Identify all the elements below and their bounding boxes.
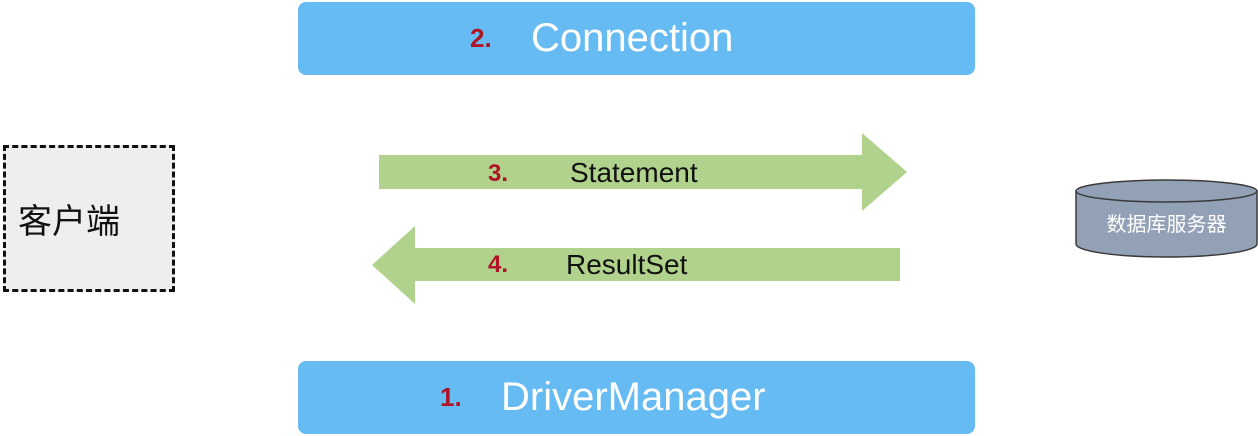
driver-manager-bar: 1. DriverManager — [298, 361, 975, 434]
statement-step-number: 3. — [488, 160, 509, 187]
connection-step-number: 2. — [470, 23, 492, 53]
statement-text: Statement — [570, 157, 698, 188]
result-set-step: 4. — [488, 250, 508, 280]
statement-arrow — [379, 133, 907, 211]
result-set-arrow — [372, 226, 900, 304]
result-set-text: ResultSet — [566, 249, 688, 280]
database-icon — [1075, 179, 1258, 258]
client-box: 客户端 — [3, 145, 175, 292]
client-label: 客户端 — [18, 202, 120, 242]
database-label: 数据库服务器 — [1106, 211, 1227, 236]
statement-step: 3. — [488, 159, 508, 189]
driver-manager-label: DriverManager — [501, 375, 766, 419]
statement-label: Statement — [570, 157, 698, 188]
result-set-label: ResultSet — [566, 249, 688, 280]
connection-label: Connection — [531, 16, 734, 60]
driver-manager-step-number: 1. — [440, 382, 462, 412]
result-set-step-number: 4. — [488, 251, 509, 278]
connection-bar: 2. Connection — [298, 2, 975, 75]
